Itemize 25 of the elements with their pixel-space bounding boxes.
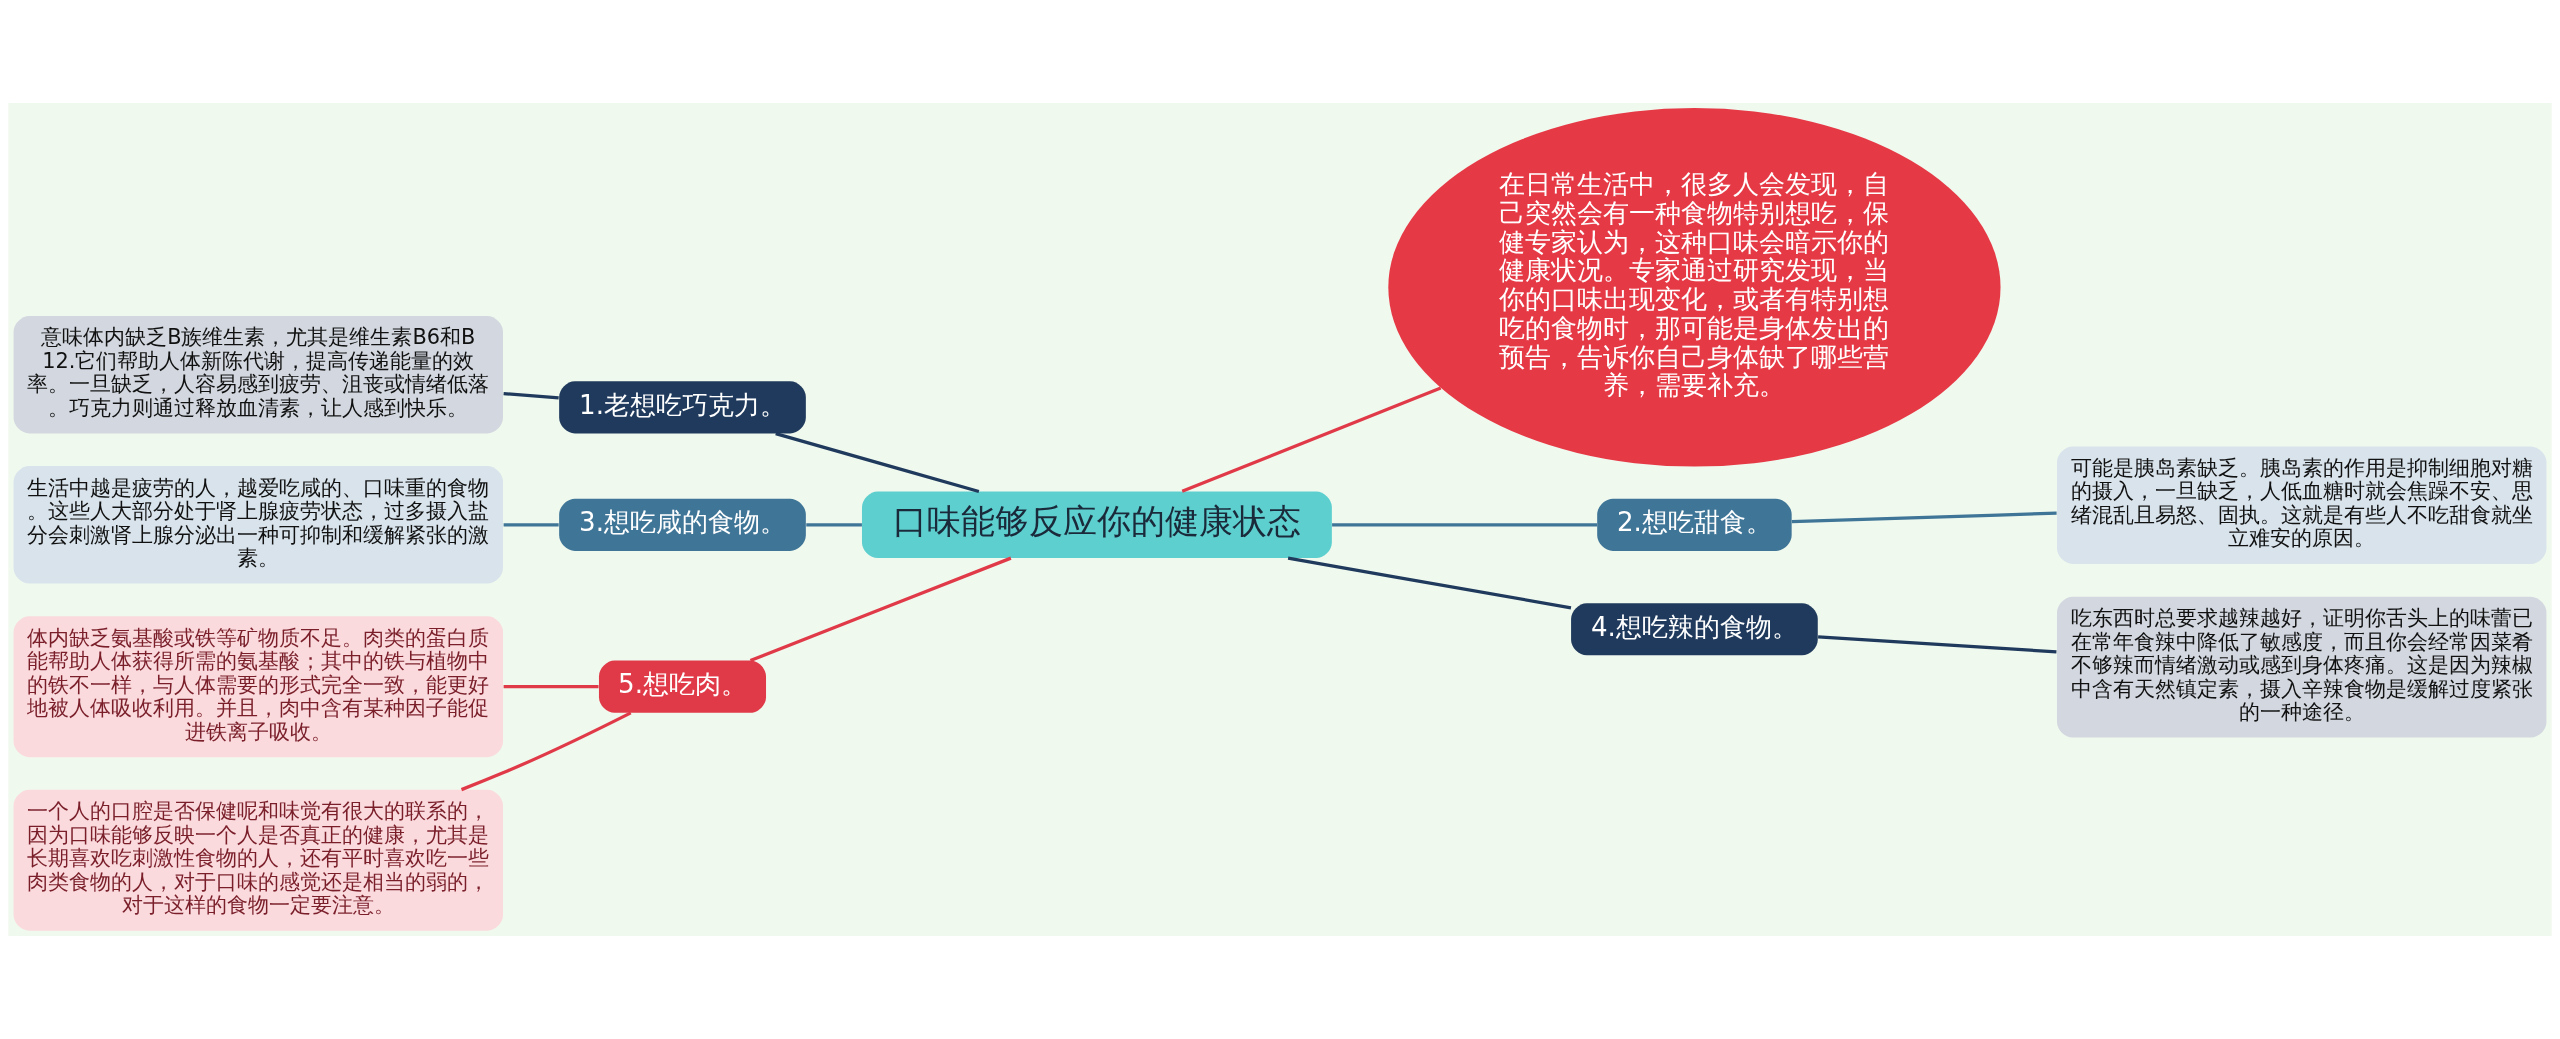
node-box: 3.想吃咸的食物。 (559, 498, 806, 551)
node-box: 4.想吃辣的食物。 (1571, 603, 1818, 656)
node-box: 一个人的口腔是否保健呢和味觉有很大的联系的，因为口味能够反映一个人是否真正的健康，尤其是长期喜欢吃刺激性食物的人，还有平时喜欢吃一些肉类食物的人，对于口味的感觉还是相当的弱的，对于这样的食物一定要注意。 (13, 789, 503, 931)
connector (1818, 635, 2057, 654)
connector (503, 523, 559, 527)
connector (1791, 511, 2057, 524)
node-box: 可能是胰岛素缺乏。胰岛素的作用是抑制细胞对糖的摄入，一旦缺乏，人低血糖时就会焦躁不安、思绪混乱且易怒、固执。这就是有些人不吃甜食就坐立难安的原因。 (2057, 446, 2547, 564)
connector (503, 392, 559, 400)
connector (775, 432, 980, 494)
connector (1287, 556, 1572, 610)
connector (1181, 386, 1442, 493)
connector (806, 523, 862, 527)
node-box: 意味体内缺乏B族维生素，尤其是维生素B6和B12.它们帮助人体新陈代谢，提高传递能量的效率。一旦缺乏，人容易感到疲劳、沮丧或情绪低落。巧克力则通过释放血清素，让人感到快乐。 (13, 316, 503, 434)
connector (460, 711, 632, 792)
node-box: 5.想吃肉。 (598, 660, 767, 713)
node-box: 体内缺乏氨基酸或铁等矿物质不足。肉类的蛋白质能帮助人体获得所需的氨基酸；其中的铁与植物中的铁不一样，与人体需要的形式完全一致，能更好地被人体吸收利用。并且，肉中含有某种因子能促进铁离子吸收。 (13, 616, 503, 758)
node-box: 口味能够反应你的健康状态 (861, 491, 1332, 559)
node-box: 2.想吃甜食。 (1597, 498, 1792, 551)
node-box: 1.老想吃巧克力。 (559, 381, 806, 434)
node-box: 吃东西时总要求越辣越好，证明你舌头上的味蕾已在常年食辣中降低了敏感度，而且你会经常因菜肴不够辣而情绪激动或感到身体疼痛。这是因为辣椒中含有天然镇定素，摄入辛辣食物是缓解过度紧张的一种途径。 (2057, 596, 2547, 738)
connector (749, 556, 1012, 663)
node-ellipse: 在日常生活中，很多人会发现，自己突然会有一种食物特别想吃，保健专家认为，这种口味会暗示你的健康状况。专家通过研究发现，当你的口味出现变化，或者有特别想吃的食物时，那可能是身体发出的预告，告诉你自己身体缺了哪些营养，需要补充。 (1388, 108, 2001, 467)
connector (1332, 523, 1598, 527)
connector (503, 685, 599, 689)
node-box: 生活中越是疲劳的人，越爱吃咸的、口味重的食物。这些人大部分处于肾上腺疲劳状态，过多摄入盐分会刺激肾上腺分泌出一种可抑制和缓解紧张的激素。 (13, 466, 503, 584)
